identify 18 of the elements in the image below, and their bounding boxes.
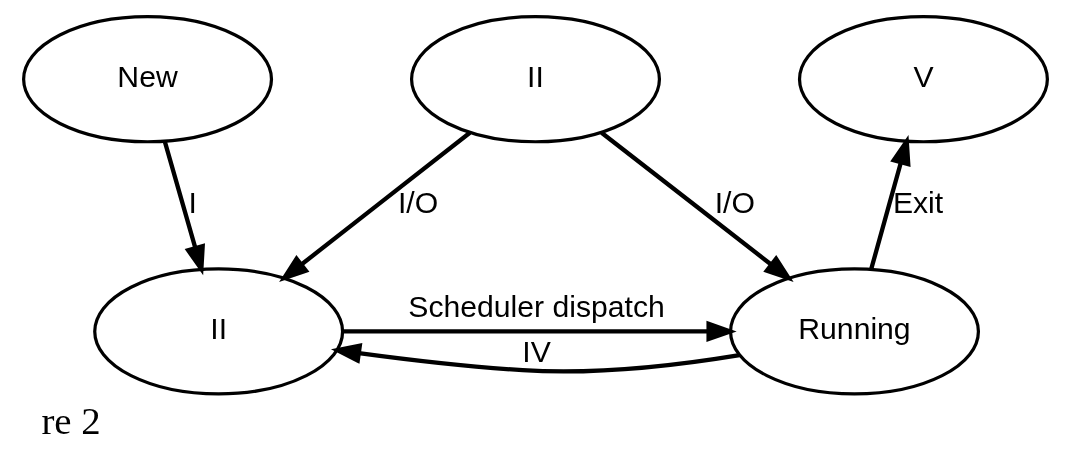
edge-label: I/O: [397, 186, 438, 220]
node-ellipse: II: [92, 267, 344, 396]
edge-label: I: [188, 186, 197, 220]
edge-label: I/O: [714, 186, 755, 220]
arrow: [342, 320, 737, 342]
caption: re 2: [40, 398, 101, 442]
arrow: [278, 131, 471, 282]
node-ellipse: Running: [728, 267, 980, 396]
edge-label: Exit: [892, 186, 943, 220]
edge-label: Scheduler dispatch: [407, 289, 665, 323]
arrow: [868, 135, 911, 270]
arrow: [330, 342, 740, 374]
node-ellipse: II: [409, 15, 661, 144]
edge-label: IV: [521, 335, 551, 369]
node-ellipse: V: [797, 15, 1049, 144]
arrow: [162, 140, 205, 276]
arrow: [599, 131, 794, 282]
node-ellipse: New: [21, 15, 273, 144]
